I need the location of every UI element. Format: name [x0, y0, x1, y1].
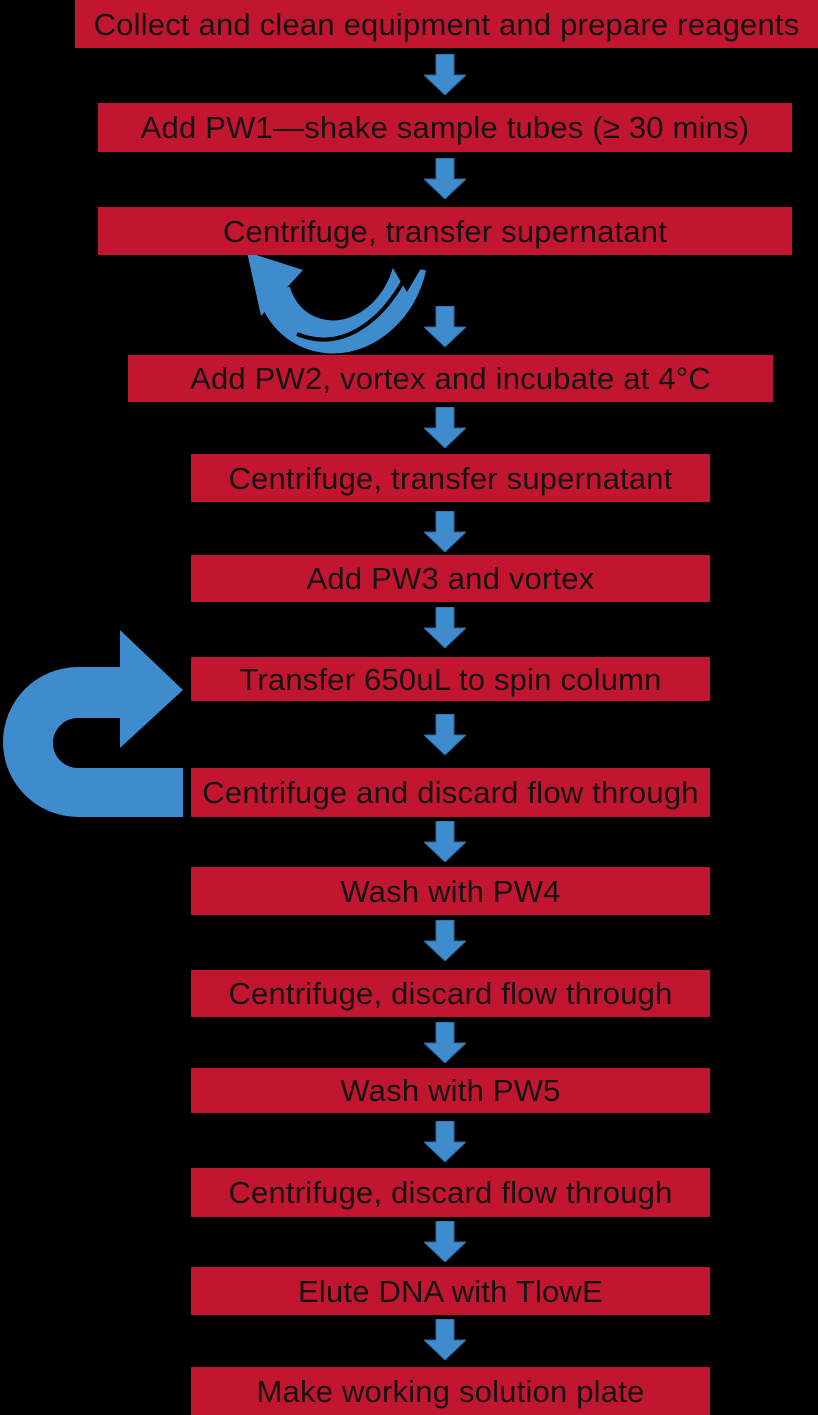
down-arrow-6-to-7: [422, 606, 468, 649]
down-arrow-4-to-5: [422, 406, 468, 449]
down-arrow-3-to-4: [422, 305, 468, 348]
flow-step-5: Centrifuge, transfer supernatant: [191, 454, 710, 502]
down-arrow-13-to-14: [422, 1318, 468, 1361]
flow-step-10: Centrifuge, discard flow through: [191, 970, 710, 1017]
flow-step-8: Centrifuge and discard flow through: [191, 768, 710, 817]
flow-step-11: Wash with PW5: [191, 1068, 710, 1113]
flow-step-14: Make working solution plate: [191, 1367, 710, 1415]
down-arrow-11-to-12: [422, 1120, 468, 1163]
down-arrow-8-to-9: [422, 820, 468, 863]
flow-step-2: Add PW1—shake sample tubes (≥ 30 mins): [98, 103, 792, 152]
flow-step-1: Collect and clean equipment and prepare …: [75, 0, 818, 48]
down-arrow-2-to-3: [422, 157, 468, 200]
flow-step-4: Add PW2, vortex and incubate at 4°C: [128, 355, 773, 402]
flow-step-7: Transfer 650uL to spin column: [191, 657, 710, 701]
flow-step-13: Elute DNA with TlowE: [191, 1267, 710, 1315]
flow-step-3: Centrifuge, transfer supernatant: [98, 207, 792, 255]
down-arrow-10-to-11: [422, 1021, 468, 1064]
repeat-loop-arrow-small: [247, 252, 431, 354]
down-arrow-12-to-13: [422, 1220, 468, 1263]
flow-step-9: Wash with PW4: [191, 867, 710, 915]
down-arrow-1-to-2: [422, 53, 468, 96]
down-arrow-7-to-8: [422, 713, 468, 756]
down-arrow-9-to-10: [422, 919, 468, 962]
flow-step-12: Centrifuge, discard flow through: [191, 1168, 710, 1217]
flow-step-6: Add PW3 and vortex: [191, 555, 710, 602]
repeat-loop-arrow-large: [3, 630, 183, 817]
down-arrow-5-to-6: [422, 510, 468, 553]
